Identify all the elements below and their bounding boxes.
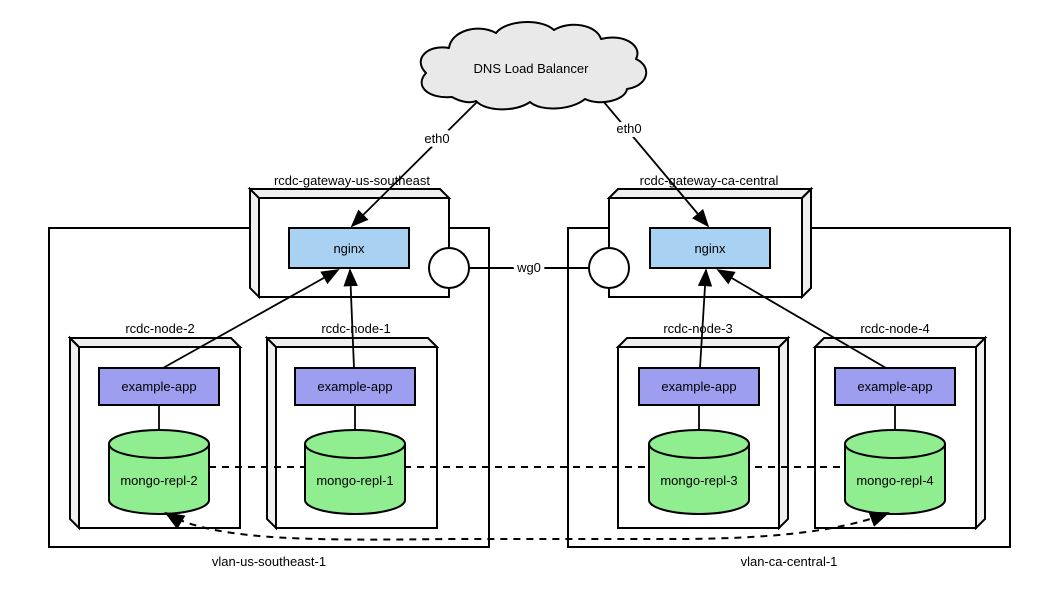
node-top-bevel (615, 337, 791, 348)
example-app-label: example-app (317, 379, 392, 394)
mongo-label: mongo-repl-4 (856, 473, 933, 488)
wireguard-endpoint-circle-left (428, 247, 470, 289)
mongo-cylinder-repl-2 (108, 429, 210, 515)
mongo-cylinder-repl-4 (844, 429, 946, 515)
eth0-link-us-southeast (350, 94, 485, 228)
mongo-label: mongo-repl-3 (660, 473, 737, 488)
example-app-label: example-app (661, 379, 736, 394)
node-left-bevel (69, 335, 80, 531)
example-app-box-node-1 (294, 367, 416, 406)
example-app-label: example-app (857, 379, 932, 394)
cylinder-top (304, 429, 406, 459)
vlan-label-ca-central: vlan-ca-central-1 (741, 554, 838, 569)
mongo-cylinder-repl-3 (648, 429, 750, 515)
example-app-box-node-2 (98, 367, 220, 406)
node-right-bevel (975, 335, 986, 531)
app-nginx-link-node-4 (716, 269, 887, 369)
app-nginx-link-node-2 (162, 269, 340, 369)
cylinder-top (108, 429, 210, 459)
node-label: rcdc-node-1 (321, 321, 390, 336)
gateway-top-bevel (606, 188, 814, 199)
cylinder-top (648, 429, 750, 459)
node-label: rcdc-node-4 (860, 321, 929, 336)
cylinder-top (844, 429, 946, 459)
nginx-label: nginx (694, 241, 726, 256)
nginx-service-box-us-southeast (288, 227, 410, 269)
wg0-label: wg0 (516, 260, 541, 275)
vlan-label-us-southeast: vlan-us-southeast-1 (212, 554, 326, 569)
eth0-label-right: eth0 (616, 121, 641, 136)
nginx-label: nginx (333, 241, 365, 256)
replication-dashed-curve (164, 511, 890, 541)
eth0-link-ca-central (597, 94, 710, 228)
mongo-label: mongo-repl-2 (120, 473, 197, 488)
example-app-label: example-app (121, 379, 196, 394)
wireguard-endpoint-circle-right (588, 247, 630, 289)
gateway-top-bevel (247, 188, 452, 199)
example-app-box-node-4 (834, 367, 956, 406)
app-nginx-link-node-1 (343, 268, 358, 369)
mongo-label: mongo-repl-1 (316, 473, 393, 488)
app-nginx-link-node-3 (697, 268, 713, 369)
gateway-label-us-southeast: rcdc-gateway-us-southeast (274, 173, 430, 188)
example-app-box-node-3 (638, 367, 760, 406)
node-label: rcdc-node-2 (125, 321, 194, 336)
dns-load-balancer-cloud (419, 21, 648, 111)
node-right-bevel (778, 335, 789, 531)
gateway-right-bevel (801, 186, 812, 300)
node-left-bevel (266, 335, 277, 531)
eth0-label-left: eth0 (424, 131, 449, 146)
node-label: rcdc-node-3 (663, 321, 732, 336)
gateway-label-ca-central: rcdc-gateway-ca-central (640, 173, 779, 188)
gateway-left-bevel (249, 186, 260, 300)
nginx-service-box-ca-central (649, 227, 771, 269)
mongo-cylinder-repl-1 (304, 429, 406, 515)
cloud-label: DNS Load Balancer (474, 61, 590, 76)
